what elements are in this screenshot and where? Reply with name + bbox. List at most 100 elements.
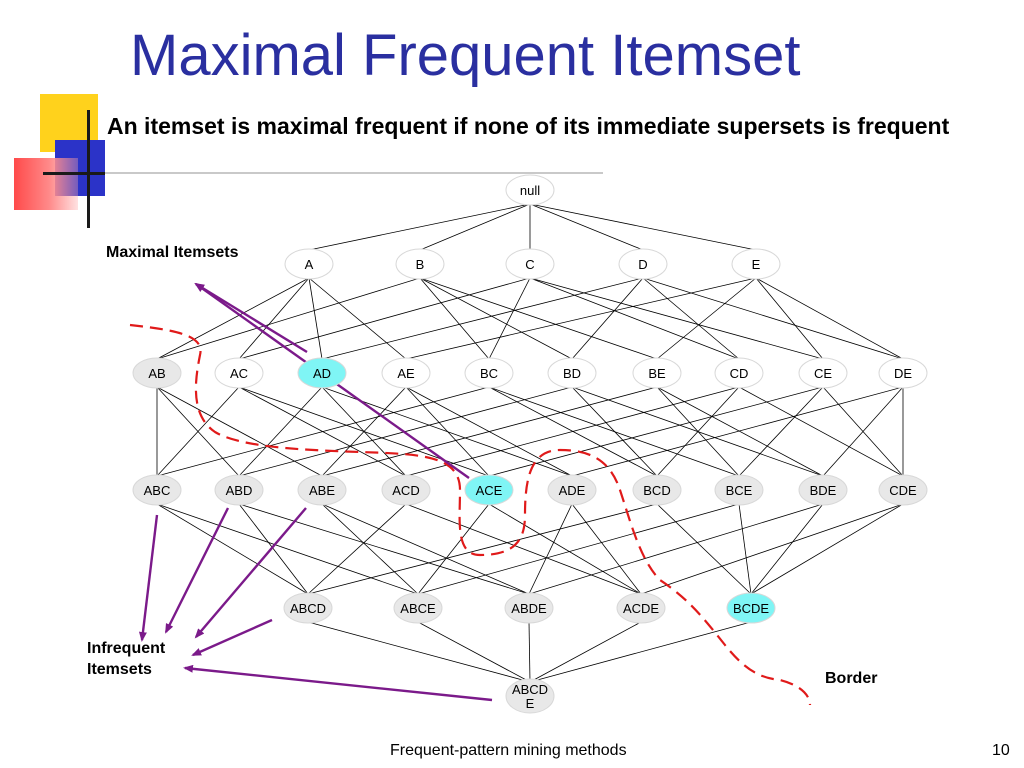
edge-AE-ABE <box>321 386 407 477</box>
node-label-ab: AB <box>148 366 165 381</box>
edge-ABDE-ABCDE <box>528 621 531 683</box>
node-label-ace: ACE <box>476 483 503 498</box>
edge-B-AB <box>156 277 421 360</box>
node-label-abce: ABCE <box>400 601 436 616</box>
node-shape-d <box>618 248 668 280</box>
node-shape-b <box>395 248 445 280</box>
node-abce: ABCE <box>393 592 443 624</box>
edge-CD-BCD <box>656 386 740 477</box>
node-label-bde: BDE <box>810 483 837 498</box>
node-shape-abcd <box>283 592 333 624</box>
edge-E-DE <box>755 277 904 360</box>
edge-CE-ACE <box>488 386 824 477</box>
node-a: A <box>284 248 334 280</box>
deco-vertical-line <box>87 110 90 228</box>
node-bde: BDE <box>798 474 848 506</box>
node-ad: AD <box>297 357 347 389</box>
edge-BCD-BCDE <box>656 503 752 595</box>
node-abe: ABE <box>297 474 347 506</box>
node-label-ade: ADE <box>559 483 586 498</box>
node-ab: AB <box>132 357 182 389</box>
edge-ADE-ABDE <box>528 503 573 595</box>
node-label-a: A <box>305 257 314 272</box>
edge-D-BD <box>571 277 644 360</box>
edge-A-AE <box>308 277 407 360</box>
arrow-maximal-ad <box>194 282 308 354</box>
node-label-de: DE <box>894 366 912 381</box>
node-label-d: D <box>638 257 647 272</box>
node-label-ce: CE <box>814 366 832 381</box>
node-label-c: C <box>525 257 534 272</box>
node-label-bcde: BCDE <box>733 601 769 616</box>
node-label-cde: CDE <box>889 483 917 498</box>
deco-red-square <box>14 158 78 210</box>
edge-ACD-ACDE <box>405 503 642 595</box>
node-c: C <box>505 248 555 280</box>
node-label-b: B <box>416 257 425 272</box>
arrow-infrequent-abe <box>194 507 307 639</box>
node-shape-abe <box>297 474 347 506</box>
node-ade: ADE <box>547 474 597 506</box>
node-shape-ce <box>798 357 848 389</box>
node-shape-ad <box>297 357 347 389</box>
border-label: Border <box>825 670 878 687</box>
node-label-abe: ABE <box>309 483 335 498</box>
node-shape-acde <box>616 592 666 624</box>
node-ace: ACE <box>464 474 514 506</box>
edge-null-B <box>419 203 531 251</box>
border-dashed-line <box>129 323 812 706</box>
deco-rule-line-dark <box>43 172 105 175</box>
node-shape-null <box>505 174 555 206</box>
edge-ABC-ABCE <box>156 503 419 595</box>
node-shape-ae <box>381 357 431 389</box>
arrow-infrequent-abcde <box>183 664 493 702</box>
edge-D-CD <box>642 277 740 360</box>
node-acde: ACDE <box>616 592 666 624</box>
edge-ABD-ABDE <box>238 503 530 595</box>
node-label-abc: ABC <box>144 483 171 498</box>
edge-DE-BDE <box>822 386 904 477</box>
edge-BE-ABE <box>321 386 658 477</box>
edge-CD-CDE <box>738 386 904 477</box>
edge-null-A <box>308 203 531 251</box>
node-shape-abce <box>393 592 443 624</box>
arrow-infrequent-abcd <box>191 618 273 657</box>
edge-null-D <box>529 203 644 251</box>
node-label-abcd: ABCD <box>290 601 326 616</box>
node-ce: CE <box>798 357 848 389</box>
node-bc: BC <box>464 357 514 389</box>
edge-CE-BCE <box>738 386 824 477</box>
node-label-abd: ABD <box>226 483 253 498</box>
node-abd: ABD <box>214 474 264 506</box>
node-cde: CDE <box>878 474 928 506</box>
node-label-ac: AC <box>230 366 248 381</box>
node-shape-bcde <box>726 592 776 624</box>
edge-AE-ACE <box>405 386 490 477</box>
edge-BDE-ABDE <box>528 503 824 595</box>
node-acd: ACD <box>381 474 431 506</box>
edge-CD-ACD <box>405 386 740 477</box>
node-e: E <box>731 248 781 280</box>
edge-ACDE-ABCDE <box>529 621 642 683</box>
edge-C-BC <box>488 277 531 360</box>
slide-title: Maximal Frequent Itemset <box>130 23 801 88</box>
edge-B-BC <box>419 277 490 360</box>
maximal-itemsets-label: Maximal Itemsets <box>106 244 239 261</box>
edge-E-AE <box>405 277 757 360</box>
node-shape-abc <box>132 474 182 506</box>
edge-ACE-ACDE <box>488 503 642 595</box>
node-label-acde: ACDE <box>623 601 659 616</box>
edge-A-AC <box>238 277 310 360</box>
node-shape-ab <box>132 357 182 389</box>
node-shape-abcde <box>505 678 555 714</box>
node-bd: BD <box>547 357 597 389</box>
node-label-bcd: BCD <box>643 483 670 498</box>
edge-C-AC <box>238 277 531 360</box>
edge-BE-BDE <box>656 386 824 477</box>
edge-ABE-ABDE <box>321 503 530 595</box>
edge-BCDE-ABCDE <box>529 621 752 683</box>
node-label-e: E <box>752 257 761 272</box>
